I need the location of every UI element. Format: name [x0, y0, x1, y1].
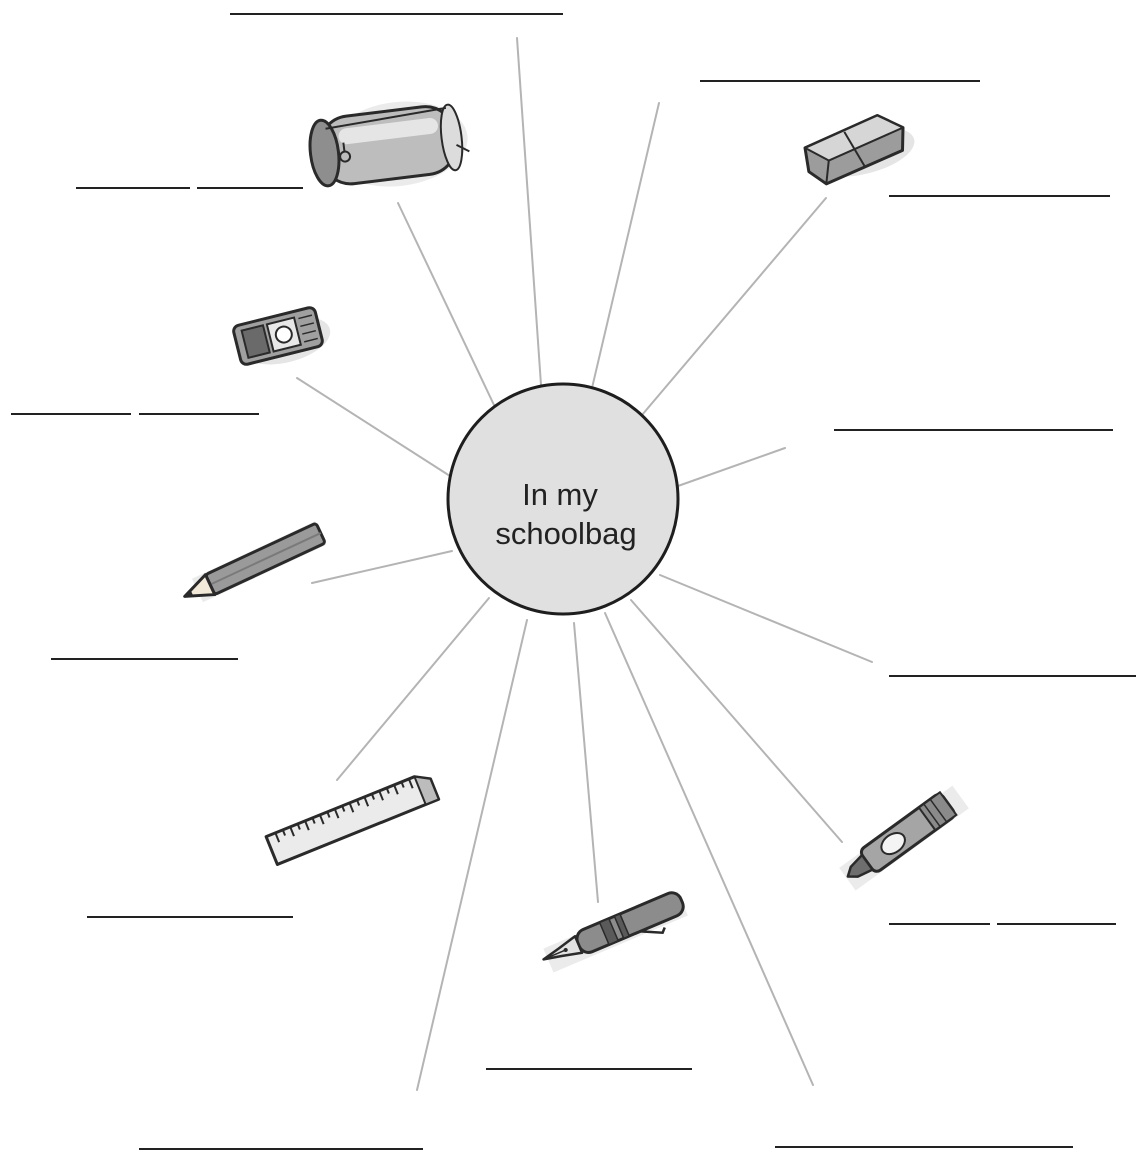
spoke: [297, 378, 450, 476]
fountain-pen-icon: [539, 890, 690, 980]
center-title-line1: In my: [522, 477, 598, 512]
spoke: [337, 598, 489, 780]
spoke: [678, 448, 785, 486]
highlighter-pen-icon: [838, 784, 969, 891]
center-title-line2: schoolbag: [495, 516, 636, 551]
center-circle: In my schoolbag: [448, 384, 678, 614]
spoke: [398, 203, 494, 405]
ruler-icon: [266, 771, 439, 864]
spoke: [417, 620, 527, 1090]
spoke: [312, 551, 452, 583]
spoke: [574, 623, 598, 902]
spoke: [592, 103, 659, 388]
pencil-icon: [179, 521, 326, 608]
spoke: [642, 198, 826, 415]
spoke: [517, 38, 541, 385]
eraser-icon: [800, 108, 920, 187]
pencil-case-icon: [305, 94, 472, 197]
spoke: [660, 575, 872, 662]
pencil-sharpener-icon: [232, 304, 335, 373]
spoke: [605, 613, 813, 1085]
